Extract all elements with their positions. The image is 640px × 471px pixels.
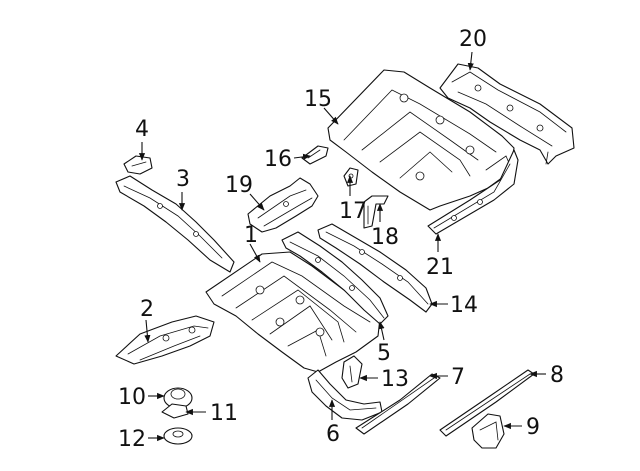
part-17-bracket[interactable] (343, 167, 359, 187)
part-7-side-sill[interactable] (355, 373, 441, 435)
part-15-rear-floor-pan[interactable] (327, 69, 515, 211)
callout-3: 3 (176, 167, 190, 192)
part-12-mount[interactable] (163, 427, 193, 445)
callout-20: 20 (459, 27, 487, 52)
callout-18: 18 (371, 225, 399, 250)
part-9-bracket[interactable] (471, 413, 505, 449)
part-14-cross-member[interactable] (317, 223, 433, 313)
leader-lines (138, 51, 546, 442)
part-1-front-floor-pan[interactable] (205, 251, 381, 373)
part-21-rear-side-rail[interactable] (427, 149, 519, 235)
callout-labels: 1 2 3 4 5 6 7 8 9 10 11 12 13 14 15 16 1… (118, 27, 564, 452)
callout-6: 6 (326, 422, 340, 447)
callout-12: 12 (118, 427, 146, 452)
callout-1: 1 (244, 223, 258, 248)
part-16-bracket[interactable] (301, 145, 329, 165)
callout-21: 21 (426, 255, 454, 280)
part-4-bracket[interactable] (123, 155, 153, 175)
callout-7: 7 (451, 365, 465, 390)
part-20-rear-crossmember[interactable] (439, 63, 575, 165)
part-2-floor-reinforcement[interactable] (115, 315, 215, 365)
callout-8: 8 (550, 363, 564, 388)
part-13-bracket[interactable] (341, 355, 363, 389)
callout-2: 2 (140, 297, 154, 322)
part-18-brace[interactable] (363, 195, 389, 229)
part-3-front-side-rail[interactable] (115, 175, 235, 273)
part-11-plate[interactable] (161, 403, 189, 419)
callout-14: 14 (450, 293, 478, 318)
part-6-rocker-extension[interactable] (307, 369, 383, 421)
part-19-seat-bracket[interactable] (247, 177, 319, 233)
callout-17: 17 (339, 199, 367, 224)
callout-9: 9 (526, 415, 540, 440)
callout-13: 13 (381, 367, 409, 392)
callout-11: 11 (210, 401, 238, 426)
callout-5: 5 (377, 341, 391, 366)
callout-4: 4 (135, 117, 149, 142)
callout-16: 16 (264, 147, 292, 172)
callout-19: 19 (225, 173, 253, 198)
callout-15: 15 (304, 87, 332, 112)
part-5-center-member[interactable] (281, 231, 389, 325)
callout-10: 10 (118, 385, 146, 410)
